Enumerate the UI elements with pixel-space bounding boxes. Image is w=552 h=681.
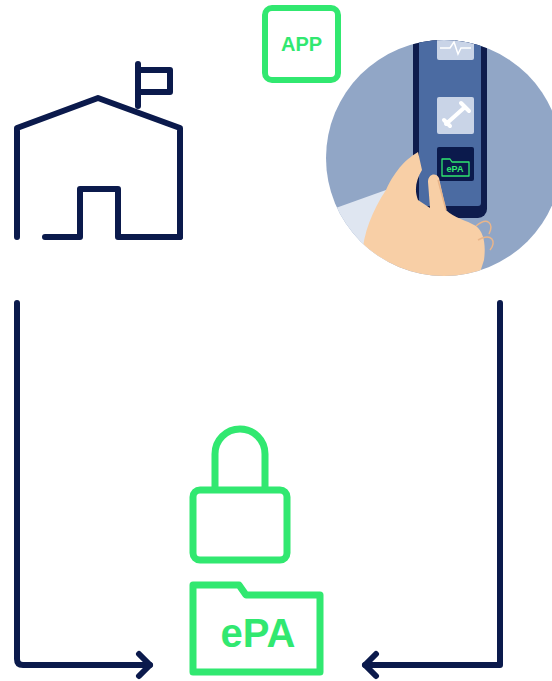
app-badge: APP bbox=[262, 5, 341, 83]
phone-illustration-outline bbox=[326, 40, 552, 276]
finger-line bbox=[438, 180, 446, 210]
dumbbell-icon bbox=[444, 103, 469, 126]
phone-body bbox=[413, 26, 487, 218]
folder-outline bbox=[193, 585, 320, 672]
hand bbox=[362, 152, 485, 285]
school-icon bbox=[17, 64, 180, 237]
flow-arrow bbox=[365, 303, 500, 665]
screen-label: ePA bbox=[447, 165, 464, 174]
app-tile bbox=[437, 34, 474, 60]
building-outline bbox=[17, 98, 180, 237]
flow-arrow bbox=[17, 303, 150, 665]
building-door bbox=[45, 189, 180, 237]
record-folder: ePA bbox=[189, 580, 324, 676]
phone-illustration: ePA bbox=[326, 40, 552, 276]
flag bbox=[138, 70, 170, 92]
badge-label: APP bbox=[281, 34, 322, 54]
lock-icon bbox=[193, 429, 287, 560]
folder-label: ePA bbox=[221, 613, 296, 653]
app-tile bbox=[437, 97, 474, 134]
finger-line bbox=[476, 221, 493, 250]
phone-group bbox=[316, 26, 493, 285]
app-tile bbox=[437, 147, 474, 181]
lock-body bbox=[193, 490, 287, 560]
folder-icon bbox=[442, 159, 469, 176]
lock-shackle bbox=[215, 429, 265, 489]
heartbeat-icon bbox=[440, 42, 471, 54]
